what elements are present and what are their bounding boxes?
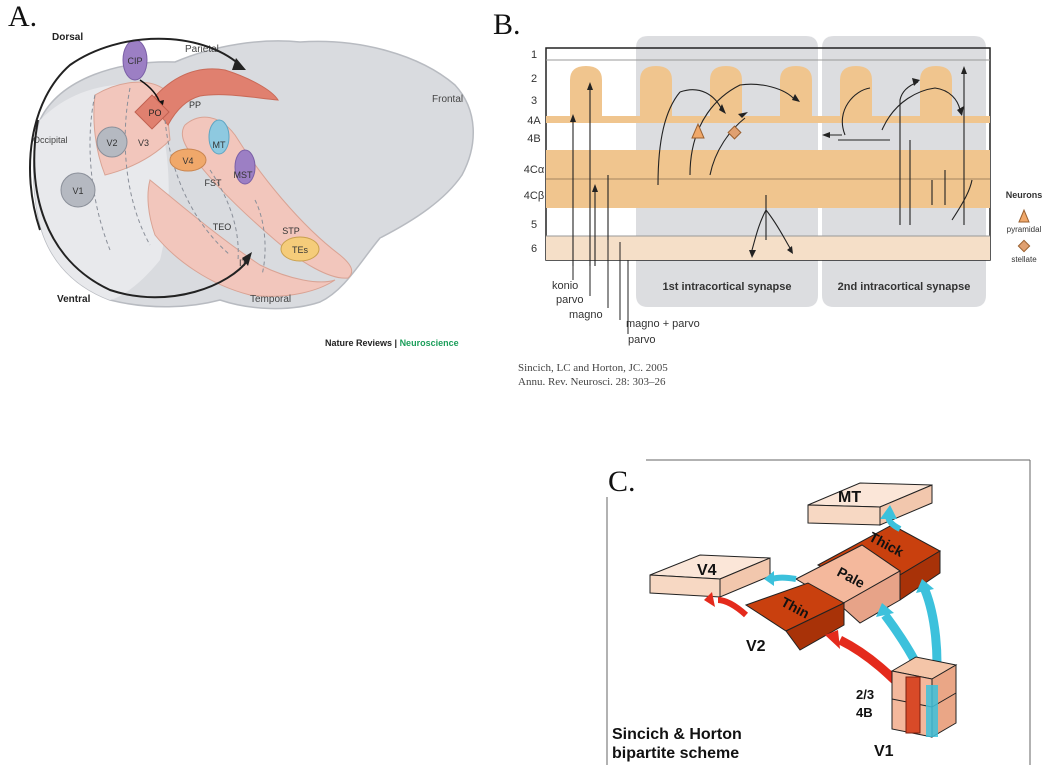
v1-label: V1 (874, 743, 894, 760)
mt-label: MT (838, 489, 861, 506)
tes-area (280, 236, 320, 262)
po-label: PO (148, 108, 161, 118)
v1-label: V1 (72, 186, 83, 196)
panel-b-cortical-layers: B. 1 2 3 4A 4B 4Cα 4Cβ 5 6 (493, 8, 1043, 388)
panel-a-letter: A. (8, 0, 37, 33)
synapse2-label: 2nd intracortical synapse (838, 281, 971, 293)
occipital-label: Occipital (33, 135, 68, 145)
layer-5-label: 5 (531, 219, 537, 231)
v1-column-cyan (926, 685, 938, 737)
panel-c-bipartite-scheme: C. MT V4 Thick Pale Thin V2 (606, 459, 1031, 765)
teo-label: TEO (213, 222, 232, 232)
legend-pyramidal-icon (1018, 208, 1030, 223)
pale-to-v4-arrow (771, 574, 797, 582)
tes-label: TEs (292, 245, 309, 255)
layer-4b-label: 4B (527, 133, 540, 145)
magno-parvo-label: magno + parvo (626, 318, 700, 330)
layer-4cbeta-label: 4Cβ (524, 190, 544, 202)
mt-label: MT (213, 140, 226, 150)
ventral-pink-band (147, 179, 336, 297)
v1-to-thin-arrowhead (825, 630, 840, 649)
pale-to-v4-arrowhead (764, 571, 774, 586)
konio-label: konio (552, 280, 578, 292)
panel-c-letter: C. (608, 465, 636, 498)
v1-cube (890, 656, 958, 738)
frontal-label: Frontal (432, 94, 463, 105)
ips-salmon-band (149, 68, 279, 126)
mt-area (208, 119, 230, 155)
v1-area (60, 172, 96, 208)
input-labels: konio parvo magno magno + parvo parvo (552, 240, 700, 346)
v2-label: V2 (746, 638, 766, 655)
neurons-title: Neurons (1006, 190, 1043, 200)
layer-23-label: 2/3 (856, 687, 874, 702)
v1-column-red (905, 676, 921, 734)
thin-to-v4-arrow (717, 597, 749, 618)
caption-line2: bipartite scheme (612, 745, 739, 762)
cip-label: CIP (127, 56, 142, 66)
it-label: IT (239, 258, 248, 268)
pale-stripe: Pale (794, 544, 901, 624)
arrowheads (570, 66, 967, 258)
neuron-glyphs (691, 122, 742, 140)
v4-label: V4 (182, 156, 193, 166)
layer-6-band (546, 236, 990, 260)
layer-4a-label: 4A (527, 115, 541, 127)
area-boundaries (89, 87, 266, 276)
v2-label: V2 (106, 138, 117, 148)
panel-b-letter: B. (493, 8, 521, 41)
parvo2-label: parvo (628, 334, 656, 346)
v1-to-thick-arrowhead (916, 579, 934, 593)
layer-1-label: 1 (531, 49, 537, 61)
dorsal-arrowhead (232, 58, 246, 70)
ventral-arrowhead (242, 252, 252, 266)
ventral-label: Ventral (57, 294, 91, 305)
temporal-label: Temporal (250, 294, 291, 305)
magno-label: magno (569, 309, 603, 321)
thin-stripe: Thin (744, 582, 846, 651)
layer-3-label: 3 (531, 95, 537, 107)
journal-credit: Nature Reviews | Neuroscience (325, 338, 459, 348)
thin-to-v4-arrowhead (704, 592, 715, 607)
dorsal-label: Dorsal (52, 32, 83, 43)
pp-label: PP (189, 100, 201, 110)
panel-a-brain-diagram: A. CIP PO PP V2 V3 V1 V4 MT MST FST STP … (8, 0, 474, 348)
mt-box: MT (807, 482, 933, 526)
caption-line1: Sincich & Horton (612, 726, 742, 743)
parvo-label: parvo (556, 294, 584, 306)
v4-area (169, 148, 207, 172)
v4-label: V4 (697, 562, 717, 579)
v1-to-pale-arrowhead (876, 603, 894, 617)
layer-4calpha-label: 4Cα (524, 164, 545, 176)
layer-6-label: 6 (531, 243, 537, 255)
mst-area (234, 149, 256, 185)
v2-area (96, 126, 128, 158)
ventral-stream-arrow (33, 119, 249, 299)
fst-label: FST (205, 178, 223, 188)
citation-line2: Annu. Rev. Neurosci. 28: 303–26 (518, 376, 666, 388)
layer-4a-band (546, 116, 990, 123)
legend-stellate-icon (1017, 239, 1031, 253)
layer-2-label: 2 (531, 73, 537, 85)
legend-pyramidal-label: pyramidal (1007, 225, 1042, 234)
mst-label: MST (234, 170, 254, 180)
thick-to-mt-arrowhead (880, 505, 897, 519)
dorsal-stream-arrow (29, 37, 241, 231)
citation-line1: Sincich, LC and Horton, JC. 2005 (518, 362, 668, 374)
pyramidal-cell-icon (691, 122, 705, 139)
synapse1-label: 1st intracortical synapse (662, 281, 791, 293)
v4-box: V4 (649, 554, 771, 598)
layer-4b-label: 4B (856, 705, 873, 720)
legend-stellate-label: stellate (1011, 255, 1037, 264)
parietal-label: Parietal (185, 44, 219, 55)
po-area (134, 94, 170, 130)
stellate-cell-icon (727, 125, 742, 140)
v3-label: V3 (138, 138, 149, 148)
layer-labels: 1 2 3 4A 4B 4Cα 4Cβ 5 6 (524, 49, 545, 255)
stp-label: STP (282, 226, 300, 236)
